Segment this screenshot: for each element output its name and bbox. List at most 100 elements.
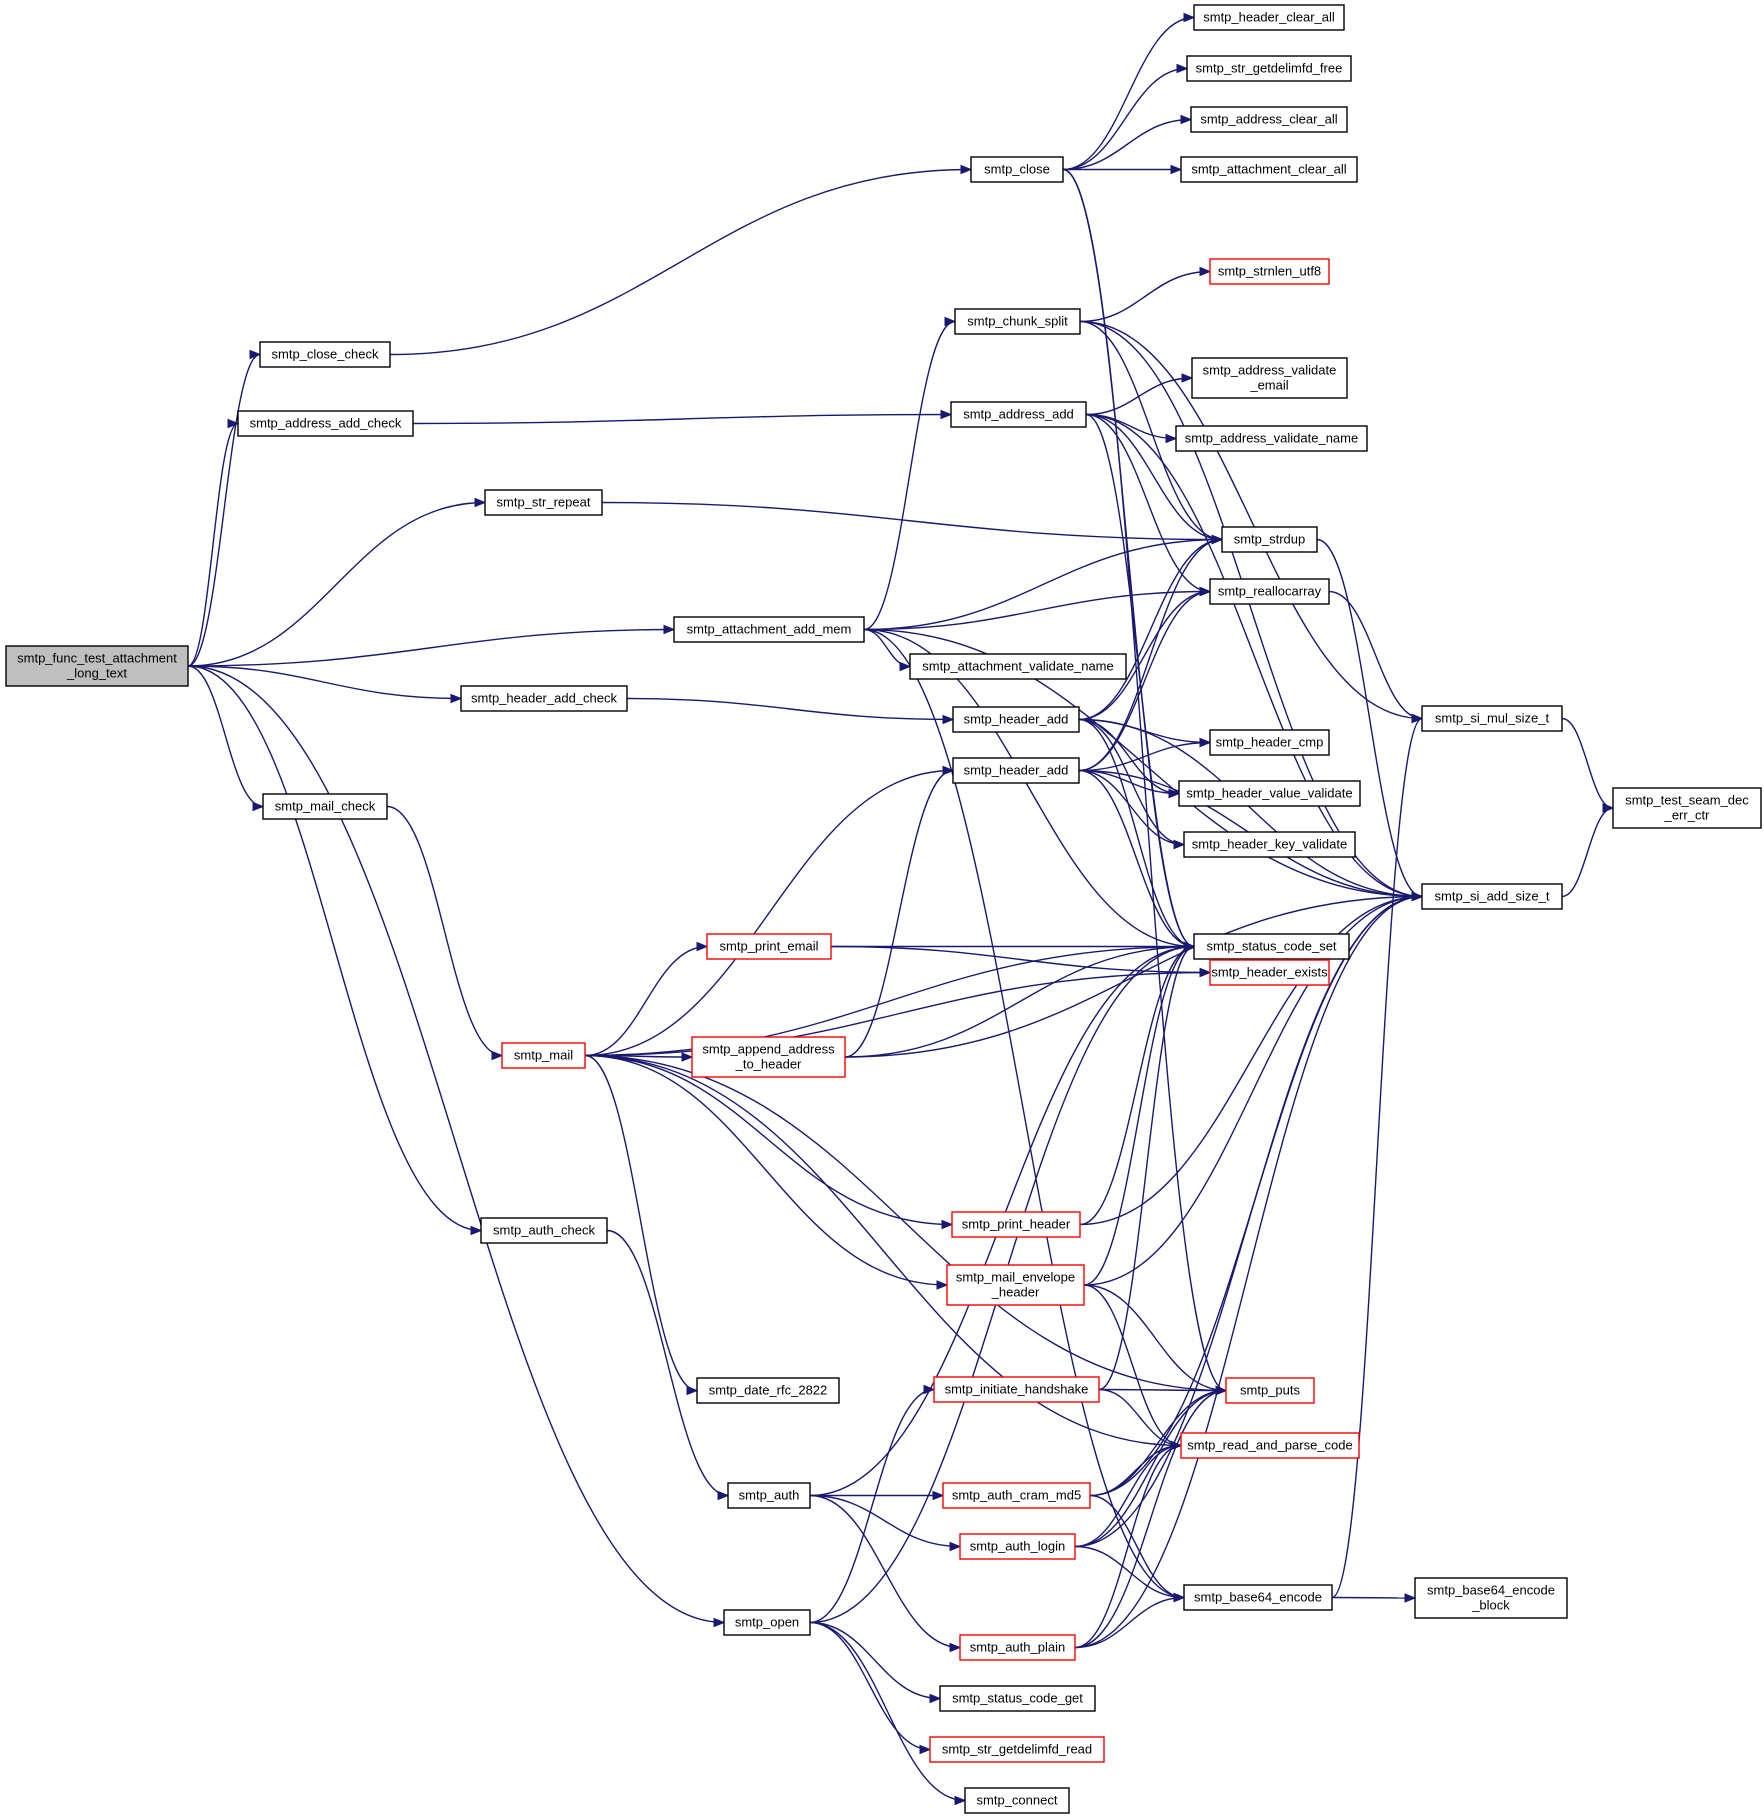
node-box[interactable]	[970, 156, 1064, 183]
node-box[interactable]	[1209, 258, 1330, 285]
node-mail-check[interactable]: smtp_mail_check	[262, 793, 388, 820]
node-header-add-check[interactable]: smtp_header_add_check	[460, 685, 628, 712]
node-box[interactable]	[1183, 1584, 1333, 1611]
node-box[interactable]	[1193, 933, 1350, 960]
node-root[interactable]: smtp_func_test_attachment_long_text	[5, 645, 189, 687]
node-box[interactable]	[1209, 578, 1330, 605]
node-chunk-split[interactable]: smtp_chunk_split	[954, 308, 1081, 335]
node-header-key-validate[interactable]: smtp_header_key_validate	[1183, 831, 1356, 858]
node-box[interactable]	[951, 1211, 1081, 1238]
node-str-repeat[interactable]: smtp_str_repeat	[484, 489, 603, 516]
node-box[interactable]	[929, 1736, 1105, 1763]
node-base64-encode-block[interactable]: smtp_base64_encode_block	[1414, 1577, 1568, 1619]
node-auth-cram[interactable]: smtp_auth_cram_md5	[942, 1482, 1091, 1509]
node-box[interactable]	[942, 1482, 1091, 1509]
node-box[interactable]	[1190, 106, 1348, 133]
node-box[interactable]	[933, 1376, 1100, 1403]
node-box[interactable]	[959, 1634, 1076, 1661]
node-puts[interactable]: smtp_puts	[1225, 1377, 1315, 1404]
node-date-rfc[interactable]: smtp_date_rfc_2822	[696, 1377, 840, 1404]
node-box[interactable]	[1175, 425, 1368, 452]
node-auth-check[interactable]: smtp_auth_check	[480, 1217, 608, 1244]
node-header-clear-all[interactable]: smtp_header_clear_all	[1193, 4, 1345, 31]
node-test-seam[interactable]: smtp_test_seam_dec_err_ctr	[1612, 787, 1762, 829]
node-si-add-size-t[interactable]: smtp_si_add_size_t	[1421, 883, 1563, 910]
node-box[interactable]	[1421, 883, 1563, 910]
node-box[interactable]	[909, 653, 1127, 680]
node-status-code-set[interactable]: smtp_status_code_set	[1193, 933, 1350, 960]
node-str-getdelimfd-read[interactable]: smtp_str_getdelimfd_read	[929, 1736, 1105, 1763]
node-box[interactable]	[1209, 729, 1330, 756]
node-address-validate-email[interactable]: smtp_address_validate_email	[1191, 357, 1348, 399]
node-box[interactable]	[1612, 787, 1762, 829]
node-connect[interactable]: smtp_connect	[964, 1787, 1070, 1814]
node-close-check[interactable]: smtp_close_check	[259, 341, 391, 368]
node-print-header[interactable]: smtp_print_header	[951, 1211, 1081, 1238]
node-box[interactable]	[952, 706, 1080, 733]
node-attachment-add-mem[interactable]: smtp_attachment_add_mem	[673, 616, 865, 643]
node-address-validate-name[interactable]: smtp_address_validate_name	[1175, 425, 1368, 452]
node-box[interactable]	[691, 1036, 846, 1078]
node-box[interactable]	[964, 1787, 1070, 1814]
node-box[interactable]	[1221, 526, 1318, 553]
node-append-address[interactable]: smtp_append_address_to_header	[691, 1036, 846, 1078]
node-box[interactable]	[727, 1482, 811, 1509]
node-auth[interactable]: smtp_auth	[727, 1482, 811, 1509]
node-attachment-validate-name[interactable]: smtp_attachment_validate_name	[909, 653, 1127, 680]
node-box[interactable]	[723, 1609, 811, 1636]
node-mail-envelope[interactable]: smtp_mail_envelope_header	[946, 1264, 1085, 1306]
node-box[interactable]	[1191, 357, 1348, 399]
node-initiate-handshake[interactable]: smtp_initiate_handshake	[933, 1376, 1100, 1403]
node-attachment-clear-all[interactable]: smtp_attachment_clear_all	[1180, 156, 1358, 183]
node-box[interactable]	[484, 489, 603, 516]
node-box[interactable]	[460, 685, 628, 712]
node-box[interactable]	[939, 1685, 1096, 1712]
node-status-code-get[interactable]: smtp_status_code_get	[939, 1685, 1096, 1712]
node-box[interactable]	[1180, 156, 1358, 183]
node-auth-plain[interactable]: smtp_auth_plain	[959, 1634, 1076, 1661]
node-box[interactable]	[1183, 831, 1356, 858]
node-header-add-a[interactable]: smtp_header_add	[952, 706, 1080, 733]
node-close[interactable]: smtp_close	[970, 156, 1064, 183]
node-box[interactable]	[1193, 4, 1345, 31]
node-box[interactable]	[1225, 1377, 1315, 1404]
node-box[interactable]	[952, 757, 1080, 784]
node-header-add-b[interactable]: smtp_header_add	[952, 757, 1080, 784]
node-box[interactable]	[1178, 780, 1361, 807]
node-box[interactable]	[259, 341, 391, 368]
node-header-value-validate[interactable]: smtp_header_value_validate	[1178, 780, 1361, 807]
node-str-getdelimfd-free[interactable]: smtp_str_getdelimfd_free	[1186, 55, 1352, 82]
node-box[interactable]	[1421, 705, 1563, 732]
node-print-email[interactable]: smtp_print_email	[706, 933, 832, 960]
node-box[interactable]	[262, 793, 388, 820]
node-box[interactable]	[1186, 55, 1352, 82]
node-box[interactable]	[5, 645, 189, 687]
node-box[interactable]	[237, 410, 414, 437]
node-open[interactable]: smtp_open	[723, 1609, 811, 1636]
node-mail[interactable]: smtp_mail	[501, 1042, 586, 1069]
node-box[interactable]	[954, 308, 1081, 335]
node-auth-login[interactable]: smtp_auth_login	[959, 1533, 1076, 1560]
node-box[interactable]	[673, 616, 865, 643]
node-box[interactable]	[1414, 1577, 1568, 1619]
node-si-mul-size-t[interactable]: smtp_si_mul_size_t	[1421, 705, 1563, 732]
node-read-and-parse-code[interactable]: smtp_read_and_parse_code	[1180, 1432, 1360, 1459]
node-box[interactable]	[946, 1264, 1085, 1306]
node-box[interactable]	[1209, 959, 1330, 986]
node-strnlen-utf8[interactable]: smtp_strnlen_utf8	[1209, 258, 1330, 285]
node-strdup[interactable]: smtp_strdup	[1221, 526, 1318, 553]
node-box[interactable]	[696, 1377, 840, 1404]
node-box[interactable]	[959, 1533, 1076, 1560]
node-box[interactable]	[501, 1042, 586, 1069]
node-box[interactable]	[950, 401, 1087, 428]
node-header-exists[interactable]: smtp_header_exists	[1209, 959, 1330, 986]
node-reallocarray[interactable]: smtp_reallocarray	[1209, 578, 1330, 605]
node-address-add-check[interactable]: smtp_address_add_check	[237, 410, 414, 437]
node-box[interactable]	[480, 1217, 608, 1244]
node-box[interactable]	[1180, 1432, 1360, 1459]
node-base64-encode[interactable]: smtp_base64_encode	[1183, 1584, 1333, 1611]
node-box[interactable]	[706, 933, 832, 960]
node-header-cmp[interactable]: smtp_header_cmp	[1209, 729, 1330, 756]
node-address-clear-all[interactable]: smtp_address_clear_all	[1190, 106, 1348, 133]
node-address-add[interactable]: smtp_address_add	[950, 401, 1087, 428]
